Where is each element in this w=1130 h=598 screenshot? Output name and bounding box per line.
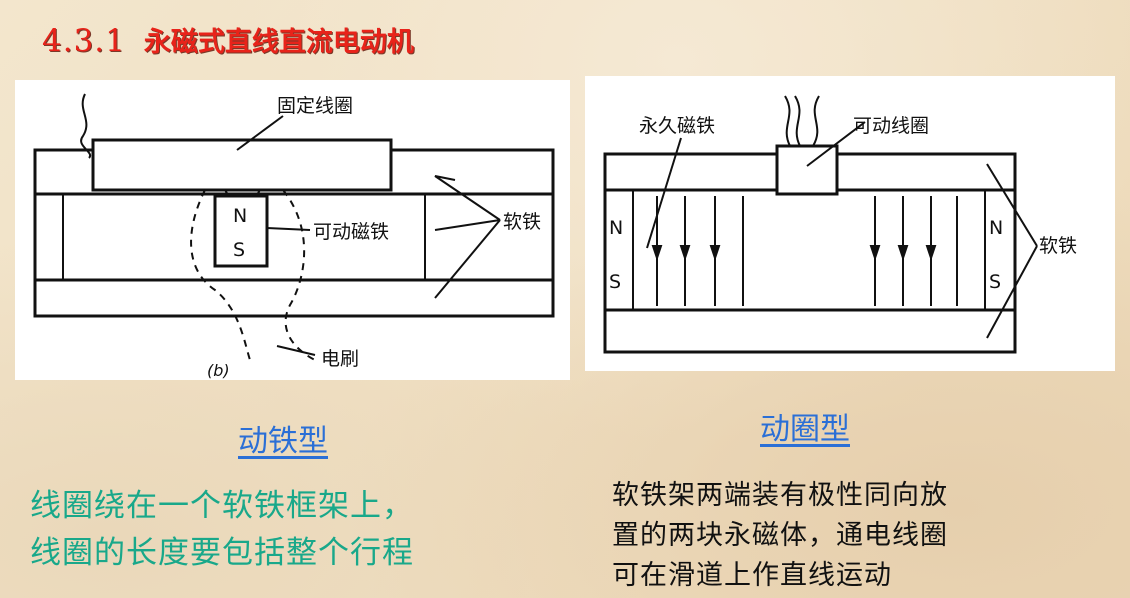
- title-text: 永磁式直线直流电动机: [143, 27, 414, 58]
- n-pole-right: N: [989, 217, 1003, 239]
- brush-label: 电刷: [321, 348, 359, 370]
- permanent-magnet-label: 永久磁铁: [639, 115, 715, 137]
- s-pole-label: S: [233, 239, 245, 261]
- moving-iron-description: 线圈绕在一个软铁框架上， 线圈的长度要包括整个行程: [30, 483, 590, 577]
- moving-coil-heading: 动圈型: [760, 412, 850, 447]
- n-pole-label: N: [233, 205, 247, 227]
- fixed-coil-label: 固定线圈: [277, 95, 353, 117]
- n-pole-left: N: [609, 217, 623, 239]
- slide-title: 4.3.1 永磁式直线直流电动机: [42, 20, 414, 60]
- s-pole-left: S: [609, 271, 621, 293]
- moving-coil-diagram: 永久磁铁 可动线圈 N S N S 软铁: [585, 76, 1115, 371]
- soft-iron-label-right: 软铁: [1039, 235, 1077, 257]
- description-line: 置的两块永磁体，通电线圈: [612, 520, 948, 551]
- description-line: 软铁架两端装有极性同向放: [612, 480, 948, 511]
- moving-coil-description: 软铁架两端装有极性同向放 置的两块永磁体，通电线圈 可在滑道上作直线运动: [612, 476, 1122, 596]
- section-number: 4.3.1: [42, 23, 126, 59]
- moving-iron-diagram: 固定线圈 N S 可动磁铁 软铁 电刷 (b): [15, 80, 570, 380]
- soft-iron-label-left: 软铁: [503, 211, 541, 233]
- moving-magnet-label: 可动磁铁: [313, 221, 389, 243]
- moving-coil-label: 可动线圈: [853, 115, 929, 137]
- description-line: 线圈的长度要包括整个行程: [30, 535, 414, 571]
- description-line: 线圈绕在一个软铁框架上，: [30, 488, 414, 524]
- s-pole-right: S: [989, 271, 1001, 293]
- moving-iron-heading: 动铁型: [238, 424, 328, 459]
- figure-caption: (b): [207, 361, 230, 380]
- description-line: 可在滑道上作直线运动: [612, 560, 892, 591]
